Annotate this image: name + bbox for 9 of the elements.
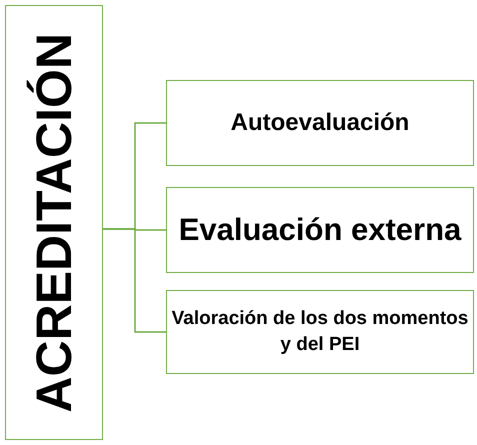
title-box <box>5 5 103 440</box>
connector-line <box>103 228 166 333</box>
process-box <box>166 290 474 374</box>
process-box <box>166 187 474 273</box>
process-box <box>166 80 474 166</box>
box-label: Valoración de los dos momentos y del PEI <box>170 306 470 357</box>
box-label: Evaluación externa <box>178 211 462 249</box>
heading-text: ACREDITACIÓN <box>29 32 79 412</box>
box-label: Autoevaluación <box>230 108 410 138</box>
